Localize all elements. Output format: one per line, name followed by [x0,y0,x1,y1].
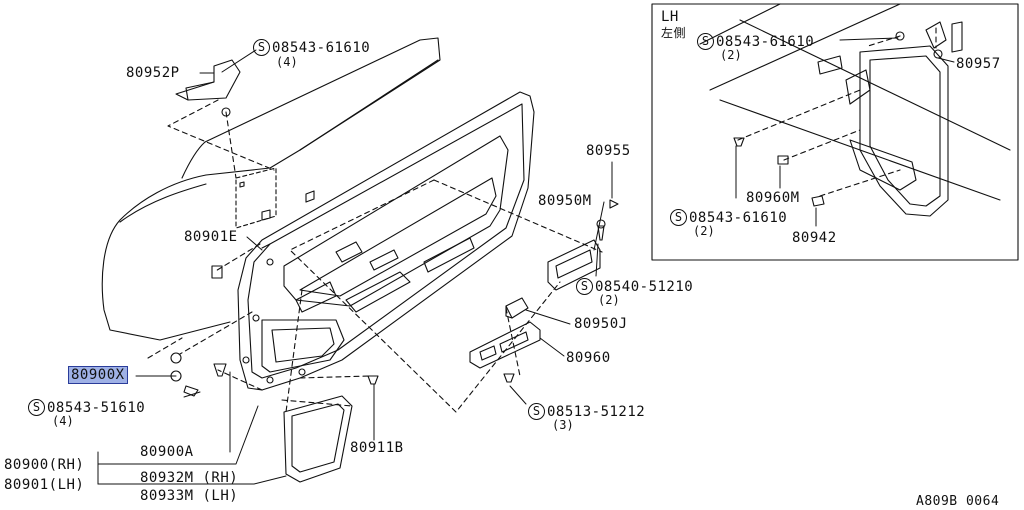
screws-main [170,199,619,397]
part-label-80950j[interactable]: 80950J [574,316,628,332]
screw-qty-6: (2) [693,224,715,238]
part-label-80900x-selected[interactable]: 80900X [68,366,128,384]
figure-code: A809B 0064 [916,494,1000,509]
part-label-80900a[interactable]: 80900A [140,444,194,460]
screw-code-08543-61610-main[interactable]: 08543-61610 [272,40,371,56]
inset-side-label-jp: 左側 [661,26,687,40]
inset-fasteners [733,31,943,207]
screw-code-08543-51610[interactable]: 08543-51610 [47,400,146,416]
screw-symbol-4: S [528,403,545,420]
screw-qty-3: (2) [598,293,620,307]
part-label-80960[interactable]: 80960 [566,350,611,366]
leader-lines [97,37,955,485]
bracket-80952p [175,59,241,117]
screw-qty-2: (4) [52,414,74,428]
screw-code-08543-61610-inset-top[interactable]: 08543-61610 [716,34,815,50]
part-label-80900-rh[interactable]: 80900(RH) [4,457,85,473]
door-outer-shell [101,37,441,341]
screw-code-08543-61610-inset-bottom[interactable]: 08543-61610 [689,210,788,226]
screw-symbol-2: S [28,399,45,416]
inner-handle [505,297,529,319]
part-label-80960m[interactable]: 80960M [746,190,800,206]
part-label-80950m[interactable]: 80950M [538,193,592,209]
switch-bezel [469,321,541,369]
handle-escutcheon [547,239,601,291]
screw-code-08540-51210[interactable]: 08540-51210 [595,279,694,295]
screw-qty-4: (3) [552,418,574,432]
inset-side-label: LH [661,9,679,25]
screw-symbol-3: S [576,278,593,295]
inset-frame [651,3,1019,261]
door-trim-panel [237,91,535,391]
armrest-pad [283,395,353,483]
part-label-80955[interactable]: 80955 [586,143,631,159]
assembly-lines-main [147,99,603,413]
screw-symbol-5: S [697,33,714,50]
part-label-80932m-rh[interactable]: 80932M (RH) [140,470,239,486]
screw-symbol-1: S [253,39,270,56]
part-label-80942[interactable]: 80942 [792,230,837,246]
part-label-80933m-lh[interactable]: 80933M (LH) [140,488,239,504]
part-label-80952p[interactable]: 80952P [126,65,180,81]
part-label-80901e[interactable]: 80901E [184,229,238,245]
screw-qty-5: (2) [720,48,742,62]
screw-qty-1: (4) [276,55,298,69]
part-label-80957[interactable]: 80957 [956,56,1001,72]
screw-symbol-6: S [670,209,687,226]
screw-code-08513-51212[interactable]: 08513-51212 [547,404,646,420]
part-label-80911b[interactable]: 80911B [350,440,404,456]
part-label-80901-lh[interactable]: 80901(LH) [4,477,85,493]
inset-assembly-lines [737,27,937,197]
